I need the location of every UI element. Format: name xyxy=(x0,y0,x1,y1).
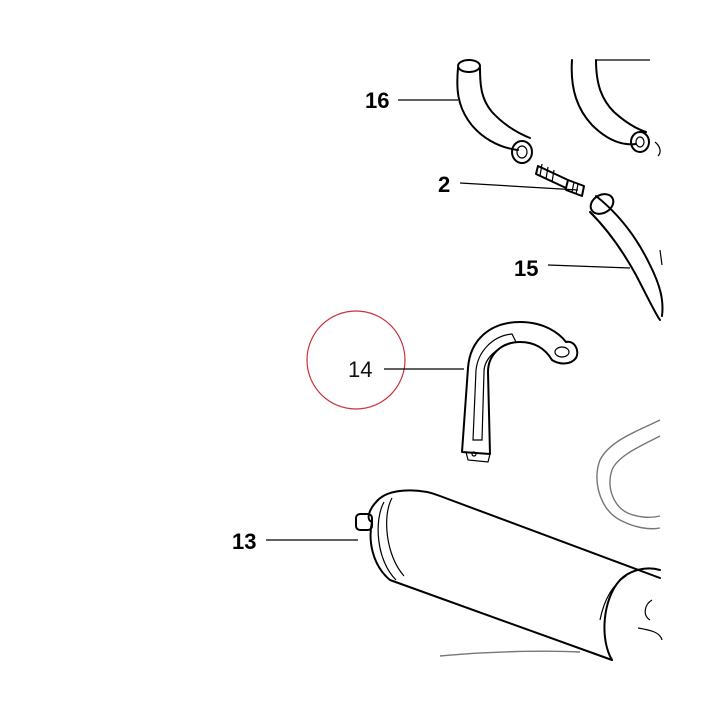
callout-13: 13 xyxy=(232,529,256,554)
callout-16: 16 xyxy=(365,88,389,113)
leader-15 xyxy=(547,264,631,269)
part-13-canister[interactable] xyxy=(355,489,663,661)
part-15-hose[interactable] xyxy=(587,190,664,321)
upper-right-hose xyxy=(570,59,661,157)
callout-15: 15 xyxy=(514,256,538,281)
part-16-hose[interactable] xyxy=(456,59,533,164)
callout-14: 14 xyxy=(348,357,372,382)
part-2-connector[interactable] xyxy=(535,163,585,197)
leader-2 xyxy=(459,182,579,191)
part-14-clamp[interactable] xyxy=(461,321,579,463)
callout-2: 2 xyxy=(438,172,450,197)
highlight-circle xyxy=(306,310,406,410)
background-component xyxy=(439,419,661,657)
